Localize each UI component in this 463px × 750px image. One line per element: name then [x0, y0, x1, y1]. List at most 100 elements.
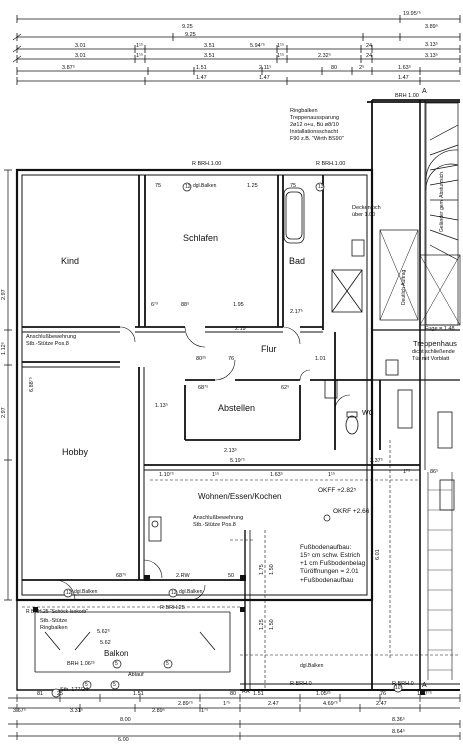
- dim-r3-1: 1¹⁵: [136, 43, 144, 49]
- dim-schlafen-bot-3: 2.17⁵: [290, 309, 303, 315]
- dim-r5-0: 3.87⁵: [62, 65, 75, 71]
- dim-b1-0: 81: [37, 691, 44, 697]
- dim-flur-top: 2.19: [235, 326, 246, 332]
- dim-b1-2: 1.51: [133, 691, 144, 697]
- door-swings: [54, 326, 351, 601]
- label-dgl-balken-2: dgl.Balken: [74, 589, 98, 595]
- dim-hobby-low-2: 50: [228, 573, 235, 579]
- dim-r4-4: 2.32⁵: [318, 53, 331, 59]
- dim-schlafen-bot-2: 1.95: [233, 302, 244, 308]
- dim-abstellen-1: 62⁵: [281, 385, 290, 391]
- label-rr: RR: [242, 689, 250, 695]
- fixtures: [148, 187, 455, 542]
- dim-vertical-mid-3: 1.50: [269, 619, 275, 630]
- label-durchlauf: Deutlich Auftrag: [401, 269, 407, 305]
- dim-r6-1: 1.47: [259, 75, 270, 81]
- dim-total-width: 19.95⁷⁵: [403, 11, 422, 17]
- note-anschluss-2: Anschlußbewehrung Stb.-Stütze Pos.8: [193, 515, 244, 528]
- dim-wohnen-row-1: 1¹⁵: [212, 472, 220, 478]
- dim-balkon-1: 5.62⁵: [97, 629, 110, 635]
- dim-b1-7: 2.47: [376, 701, 387, 707]
- dim-r3-5: 24: [366, 43, 373, 49]
- dim-b2-7: 76: [380, 691, 387, 697]
- dim-r5-5: 1.63⁵: [398, 65, 411, 71]
- columns: [33, 575, 425, 695]
- dim-r6-2: 1.47: [398, 75, 409, 81]
- dim-b2-6: 1.05²⁵: [316, 691, 331, 697]
- dim-r5-2: 2.11⁵: [259, 65, 272, 71]
- dim-schlafen-bot-0: 6⁷³: [151, 302, 158, 308]
- marker-5-d: 5: [113, 682, 116, 688]
- room-label-kind: Kind: [61, 256, 80, 266]
- left-dimension-lines: [4, 169, 12, 601]
- dim-r4-5: 24: [366, 53, 373, 59]
- label-schoeck: R BRH.25 "Schöck-Isokorb": [26, 609, 88, 615]
- label-gelaender: Geländer gem. Absturzsich.: [439, 170, 445, 232]
- label-okff: OKFF +2.82⁵: [318, 487, 357, 494]
- dim-top-right: 3.89⁵: [425, 24, 438, 30]
- dim-flur-0: 80²⁵: [196, 356, 207, 362]
- dim-wohnen-row-0: 1.10⁷⁵: [159, 472, 174, 478]
- label-rbrh-100-b: R BRH.1.00: [316, 161, 346, 167]
- dim-hobby-low-0: 68⁷⁵: [116, 573, 127, 579]
- dim-b4-a: 6.00: [118, 737, 129, 743]
- dim-top-a: 9.25: [182, 24, 193, 30]
- dim-b1-6: 4.69⁷⁵: [323, 701, 338, 707]
- circle-markers: [51, 182, 403, 698]
- dim-flur-2: 1.01: [315, 356, 326, 362]
- label-rbrh-100: R BRH.1.00: [192, 161, 222, 167]
- dim-r4-2: 3.51: [204, 53, 215, 59]
- dim-r5-4: 2⁵: [359, 65, 365, 71]
- dim-b4-b: 8.64⁵: [392, 729, 405, 735]
- dim-wohnen-row-3: 1¹⁵: [328, 472, 336, 478]
- dim-hobby-low-1: 2.RW: [176, 573, 190, 579]
- beam-lines: [17, 440, 460, 690]
- dim-vertical-right: 6.01: [375, 549, 381, 560]
- dim-r5-3: 80: [331, 65, 338, 71]
- label-brh-100: BRH 1.00: [395, 93, 419, 99]
- dim-r4-6: 3.13⁵: [425, 53, 438, 59]
- dim-b1-3: 2.89⁷⁵: [178, 701, 193, 707]
- dim-schlafen-top-0: 75: [155, 183, 162, 189]
- label-dgl-balken-4: dgl.Balken: [300, 663, 324, 669]
- room-label-bad: Bad: [289, 256, 306, 266]
- note-ringbalken: Ringbalken Treppenaussparung 2ø12 o+u, B…: [290, 108, 344, 142]
- dim-r4-3: 1¹⁵: [277, 53, 285, 59]
- dim-schlafen-bot-1: 88⁵: [181, 302, 190, 308]
- dim-wohnen-top-2: 1⁷⁵: [403, 469, 411, 475]
- dim-b3-a: 8.00: [120, 717, 131, 723]
- label-dgl-balken-1: dgl.Balken: [193, 183, 217, 189]
- outer-walls: [15, 99, 460, 691]
- room-label-wc: WC: [362, 410, 374, 417]
- room-label-wohnen: Wohnen/Essen/Kochen: [198, 492, 282, 501]
- dim-vertical-mid-1: 1.50: [269, 564, 275, 575]
- label-fuge: Fuge = 1.48: [425, 326, 455, 332]
- label-stb-177: Stb. 177/24: [60, 687, 89, 693]
- note-stuetze: Stb.-Stütze Ringbalken: [40, 618, 68, 631]
- marker-5-a: 5: [115, 661, 118, 667]
- label-brh-106: BRH 1.06²⁵: [67, 661, 95, 667]
- dim-flur-1: 76: [228, 356, 235, 362]
- dim-b1-1: 25: [57, 691, 64, 697]
- dim-r4-0: 3.01: [75, 53, 86, 59]
- section-marker-a-bottom: A: [422, 682, 427, 689]
- room-label-balkon: Balkon: [104, 649, 129, 658]
- dim-top-c: 3.13⁵: [425, 42, 438, 48]
- dim-b2-1: 3.31⁵: [70, 708, 83, 714]
- dim-b2-5: 1.51: [253, 691, 264, 697]
- dim-side-3: 6.88⁷⁵: [29, 377, 35, 392]
- dim-r3-3: 1¹⁵: [277, 43, 285, 49]
- dim-wohnen-row-2: 1.63⁵: [270, 472, 283, 478]
- dim-b2-4: 80: [230, 691, 237, 697]
- top-dimension-lines: [12, 15, 461, 85]
- dim-hobby-1: 2.13⁵: [224, 448, 237, 454]
- dim-b3-b: 8.36⁵: [392, 717, 405, 723]
- note-deckenloch: Deckenloch über 1.00: [352, 205, 381, 218]
- dim-side-2: 2.97: [1, 407, 7, 418]
- dim-top-b: 9.25: [185, 32, 196, 38]
- section-marker-a-top: A: [422, 88, 427, 95]
- dim-vertical-mid-0: 1.75: [259, 564, 265, 575]
- marker-12-b: 12: [66, 590, 72, 596]
- note-anschluss-1: Anschlußbewehrung Stb.-Stütze Pos.8: [26, 334, 77, 347]
